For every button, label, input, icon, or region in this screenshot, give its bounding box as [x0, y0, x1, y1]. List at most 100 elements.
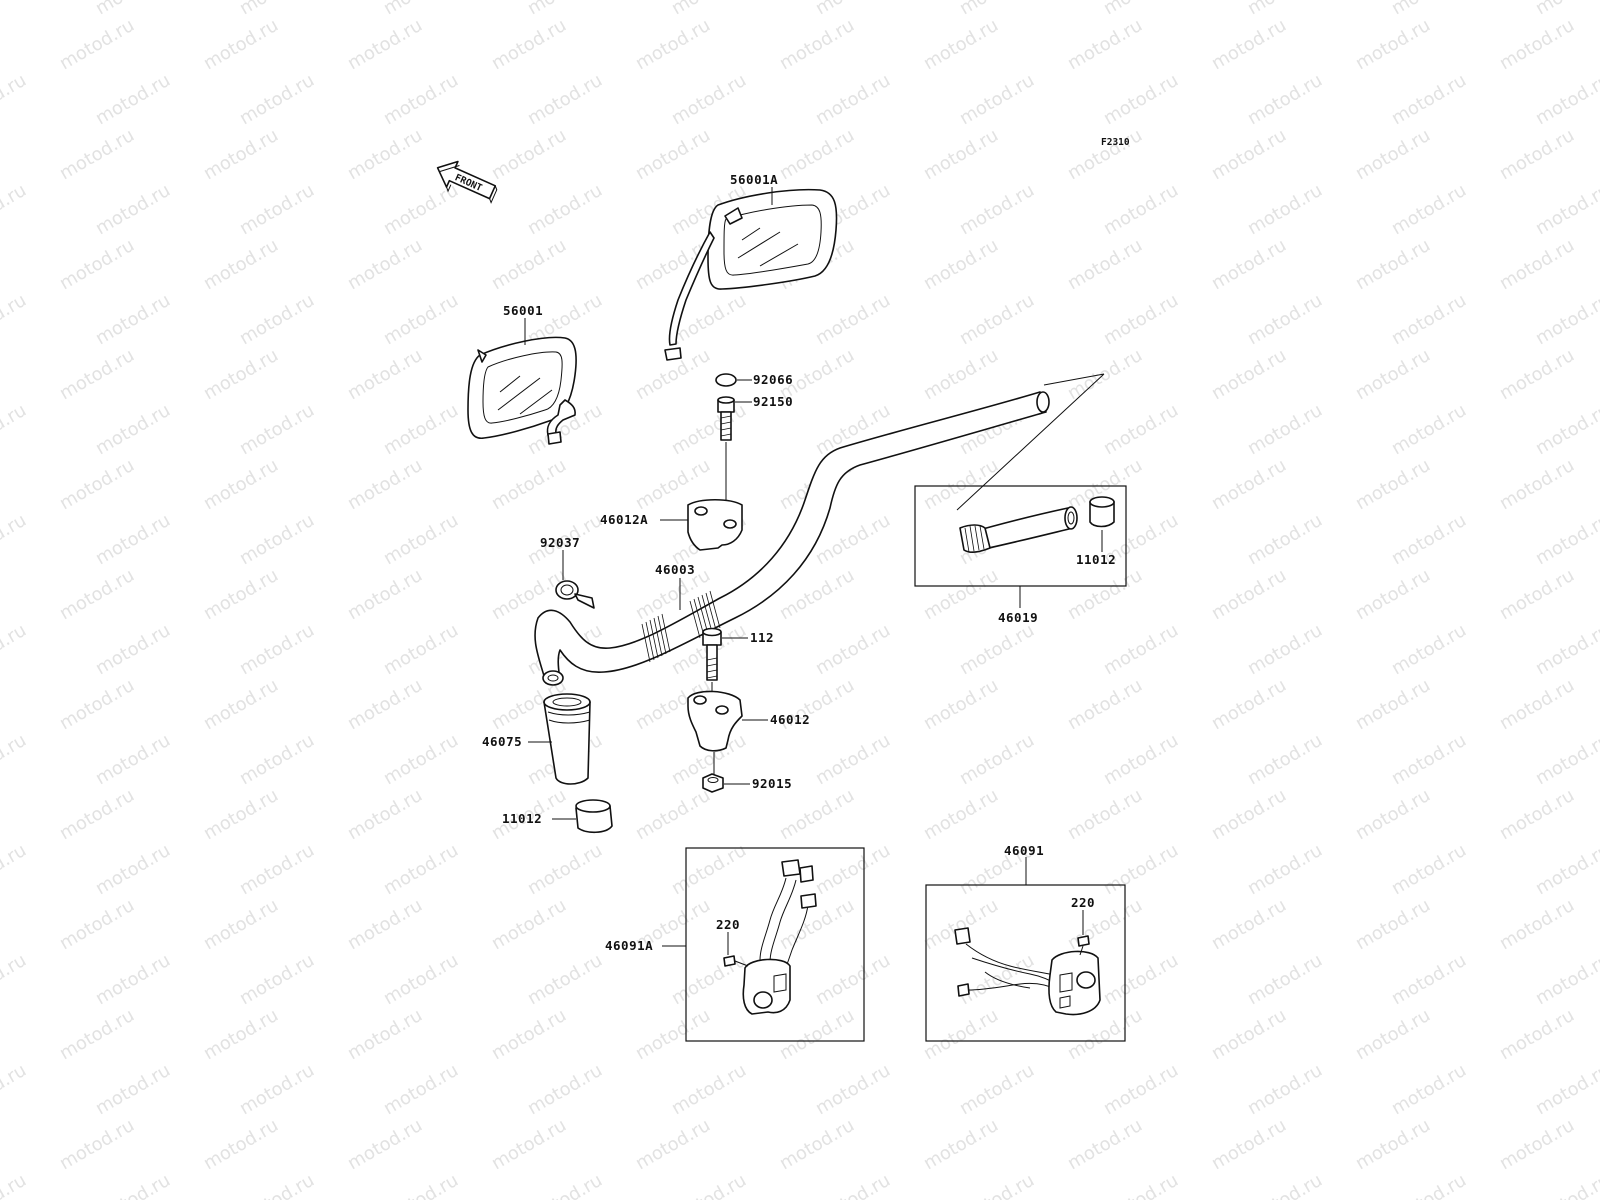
- watermark-text: motod.ru: [1388, 510, 1470, 569]
- watermark-text: motod.ru: [236, 180, 318, 239]
- label-46019: 46019: [998, 610, 1038, 625]
- watermark-text: motod.ru: [956, 0, 1038, 19]
- watermark-text: motod.ru: [1496, 785, 1578, 844]
- watermark-text: motod.ru: [776, 1115, 858, 1174]
- watermark-text: motod.ru: [56, 895, 138, 954]
- watermark-text: motod.ru: [812, 0, 894, 19]
- switch-right-46091: 46091 220: [925, 843, 1126, 1042]
- watermark-text: motod.ru: [56, 235, 138, 294]
- watermark-text: motod.ru: [488, 1005, 570, 1064]
- watermark-text: motod.ru: [200, 895, 282, 954]
- watermark-text: motod.ru: [1208, 565, 1290, 624]
- watermark-text: motod.ru: [344, 1115, 426, 1174]
- watermark-text: motod.ru: [92, 620, 174, 679]
- watermark-text: motod.ru: [200, 235, 282, 294]
- watermark-text: motod.ru: [1244, 840, 1326, 899]
- watermark-text: motod.ru: [1352, 15, 1434, 74]
- label-92066: 92066: [753, 372, 793, 387]
- watermark-text: motod.ru: [488, 15, 570, 74]
- watermark-text: motod.ru: [1100, 1170, 1182, 1200]
- watermark-text: motod.ru: [812, 70, 894, 129]
- watermark-text: motod.ru: [920, 565, 1002, 624]
- watermark-text: motod.ru: [1352, 565, 1434, 624]
- watermark-text: motod.ru: [1100, 70, 1182, 129]
- clamp-92037: 92037: [540, 535, 595, 609]
- watermark-text: motod.ru: [1388, 400, 1470, 459]
- watermark-text: motod.ru: [236, 400, 318, 459]
- watermark-text: motod.ru: [92, 1060, 174, 1119]
- watermark-text: motod.ru: [200, 455, 282, 514]
- watermark-text: motod.ru: [1352, 895, 1434, 954]
- watermark-text: motod.ru: [56, 565, 138, 624]
- label-46091: 46091: [1004, 843, 1044, 858]
- watermark-text: motod.ru: [1496, 1115, 1578, 1174]
- watermark-text: motod.ru: [1244, 1170, 1326, 1200]
- watermark-text: motod.ru: [1532, 290, 1600, 349]
- cap-92066: 92066: [715, 372, 793, 387]
- watermark-text: motod.ru: [344, 895, 426, 954]
- watermark-text: motod.ru: [524, 0, 606, 19]
- watermark-text: motod.ru: [92, 0, 174, 19]
- watermark-text: motod.ru: [812, 730, 894, 789]
- watermark-text: motod.ru: [1352, 785, 1434, 844]
- watermark-text: motod.ru: [1100, 950, 1182, 1009]
- watermark-text: motod.ru: [344, 235, 426, 294]
- watermark-text: motod.ru: [236, 620, 318, 679]
- watermark-text: motod.ru: [1100, 840, 1182, 899]
- watermark-text: motod.ru: [776, 895, 858, 954]
- watermark-text: motod.ru: [524, 840, 606, 899]
- watermark-text: motod.ru: [200, 1115, 282, 1174]
- watermark-text: motod.ru: [668, 1060, 750, 1119]
- watermark-text: motod.ru: [920, 15, 1002, 74]
- watermark-text: motod.ru: [92, 70, 174, 129]
- handlebar-46003: 46003: [534, 391, 1050, 686]
- label-11012-left: 11012: [502, 811, 542, 826]
- watermark-text: motod.ru: [236, 70, 318, 129]
- watermark-text: motod.ru: [668, 840, 750, 899]
- watermark-text: motod.ru: [1100, 290, 1182, 349]
- watermark-text: motod.ru: [524, 70, 606, 129]
- watermark-text: motod.ru: [1244, 400, 1326, 459]
- label-46075: 46075: [482, 734, 522, 749]
- watermark-text: motod.ru: [956, 1060, 1038, 1119]
- label-46012: 46012: [770, 712, 810, 727]
- watermark-text: motod.ru: [956, 290, 1038, 349]
- watermark-text: motod.ru: [380, 730, 462, 789]
- watermark-text: motod.ru: [1352, 455, 1434, 514]
- watermark-text: motod.ru: [236, 1060, 318, 1119]
- label-92015: 92015: [752, 776, 792, 791]
- mirror-left: 56001: [467, 303, 577, 445]
- watermark-text: motod.ru: [956, 70, 1038, 129]
- watermark-text: motod.ru: [1532, 180, 1600, 239]
- watermark-text: motod.ru: [1208, 345, 1290, 404]
- watermark-text: motod.ru: [1352, 1115, 1434, 1174]
- label-46003: 46003: [655, 562, 695, 577]
- watermark-text: motod.ru: [1064, 1115, 1146, 1174]
- watermark-text: motod.ru: [920, 235, 1002, 294]
- watermark-text: motod.ru: [0, 400, 30, 459]
- watermark-text: motod.ru: [0, 1060, 30, 1119]
- watermark-text: motod.ru: [380, 1060, 462, 1119]
- watermark-text: motod.ru: [776, 785, 858, 844]
- watermark-text: motod.ru: [1388, 290, 1470, 349]
- watermark-text: motod.ru: [1208, 235, 1290, 294]
- watermark-text: motod.ru: [1388, 180, 1470, 239]
- watermark-text: motod.ru: [0, 730, 30, 789]
- mirror-right: 56001A: [664, 172, 838, 361]
- watermark-text: motod.ru: [1352, 675, 1434, 734]
- watermark-text: motod.ru: [56, 1005, 138, 1064]
- label-46091A: 46091A: [605, 938, 653, 953]
- watermark-text: motod.ru: [56, 125, 138, 184]
- watermark-text: motod.ru: [632, 125, 714, 184]
- watermark-text: motod.ru: [812, 950, 894, 1009]
- watermark-text: motod.ru: [632, 785, 714, 844]
- watermark-text: motod.ru: [920, 785, 1002, 844]
- watermark-text: motod.ru: [1100, 730, 1182, 789]
- watermark-text: motod.ru: [1388, 950, 1470, 1009]
- watermark-text: motod.ru: [0, 70, 30, 129]
- watermark-text: motod.ru: [1064, 675, 1146, 734]
- watermark-text: motod.ru: [344, 125, 426, 184]
- watermark-text: motod.ru: [1100, 180, 1182, 239]
- watermark-text: motod.ru: [1532, 1170, 1600, 1200]
